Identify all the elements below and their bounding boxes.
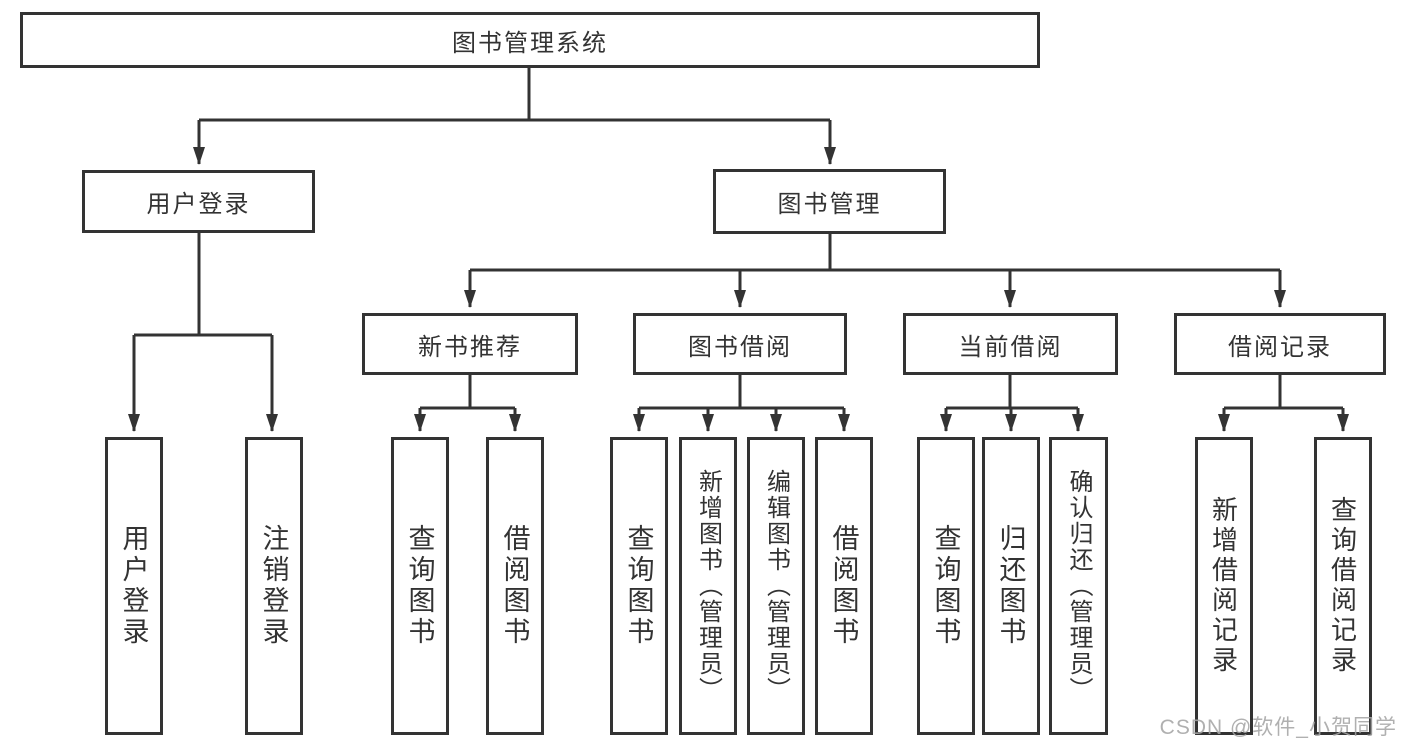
node-book-management: 图书管理 (713, 169, 946, 234)
leaf-borrow-books-2-label: 借阅图书 (828, 524, 859, 648)
node-book-borrowing: 图书借阅 (633, 313, 847, 375)
node-book-management-label: 图书管理 (777, 191, 882, 218)
leaf-user-login: 用户登录 (105, 437, 163, 735)
leaf-return-book: 归还图书 (982, 437, 1040, 735)
leaf-query-books-3-label: 查询图书 (930, 524, 961, 648)
leaf-logout: 注销登录 (245, 437, 303, 735)
node-new-book-recommend: 新书推荐 (362, 313, 578, 375)
node-borrowing-records: 借阅记录 (1174, 313, 1386, 375)
node-current-borrowing: 当前借阅 (903, 313, 1118, 375)
node-root: 图书管理系统 (20, 12, 1040, 68)
leaf-return-book-label: 归还图书 (995, 524, 1026, 648)
leaf-add-borrow-record: 新增借阅记录 (1195, 437, 1253, 735)
node-user-login-label: 用户登录 (146, 191, 251, 218)
leaf-borrow-books-1-label: 借阅图书 (499, 524, 530, 648)
leaf-confirm-return-admin: 确认归还（管理员） (1049, 437, 1108, 735)
leaf-add-borrow-record-label: 新增借阅记录 (1208, 496, 1239, 676)
leaf-edit-book-admin-label: 编辑图书（管理员） (762, 469, 790, 703)
node-new-book-recommend-label: 新书推荐 (418, 333, 522, 361)
leaf-user-login-label: 用户登录 (118, 524, 149, 648)
node-book-borrowing-label: 图书借阅 (688, 333, 792, 361)
leaf-query-books-3: 查询图书 (917, 437, 975, 735)
node-current-borrowing-label: 当前借阅 (958, 333, 1063, 361)
leaf-query-borrow-record: 查询借阅记录 (1314, 437, 1372, 735)
leaf-borrow-books-1: 借阅图书 (486, 437, 544, 735)
node-user-login: 用户登录 (82, 170, 315, 233)
leaf-add-book-admin: 新增图书（管理员） (679, 437, 737, 735)
leaf-borrow-books-2: 借阅图书 (815, 437, 873, 735)
leaf-query-books-2: 查询图书 (610, 437, 668, 735)
leaf-query-books-2-label: 查询图书 (623, 524, 654, 648)
leaf-logout-label: 注销登录 (258, 524, 289, 648)
leaf-query-borrow-record-label: 查询借阅记录 (1327, 496, 1358, 676)
node-root-label: 图书管理系统 (452, 29, 608, 57)
leaf-add-book-admin-label: 新增图书（管理员） (694, 469, 722, 703)
leaf-confirm-return-admin-label: 确认归还（管理员） (1065, 469, 1092, 703)
watermark: CSDN @软件_小贺同学 (1159, 716, 1397, 739)
node-borrowing-records-label: 借阅记录 (1228, 333, 1332, 361)
leaf-query-books-1-label: 查询图书 (404, 524, 435, 648)
leaf-edit-book-admin: 编辑图书（管理员） (747, 437, 805, 735)
leaf-query-books-1: 查询图书 (391, 437, 449, 735)
